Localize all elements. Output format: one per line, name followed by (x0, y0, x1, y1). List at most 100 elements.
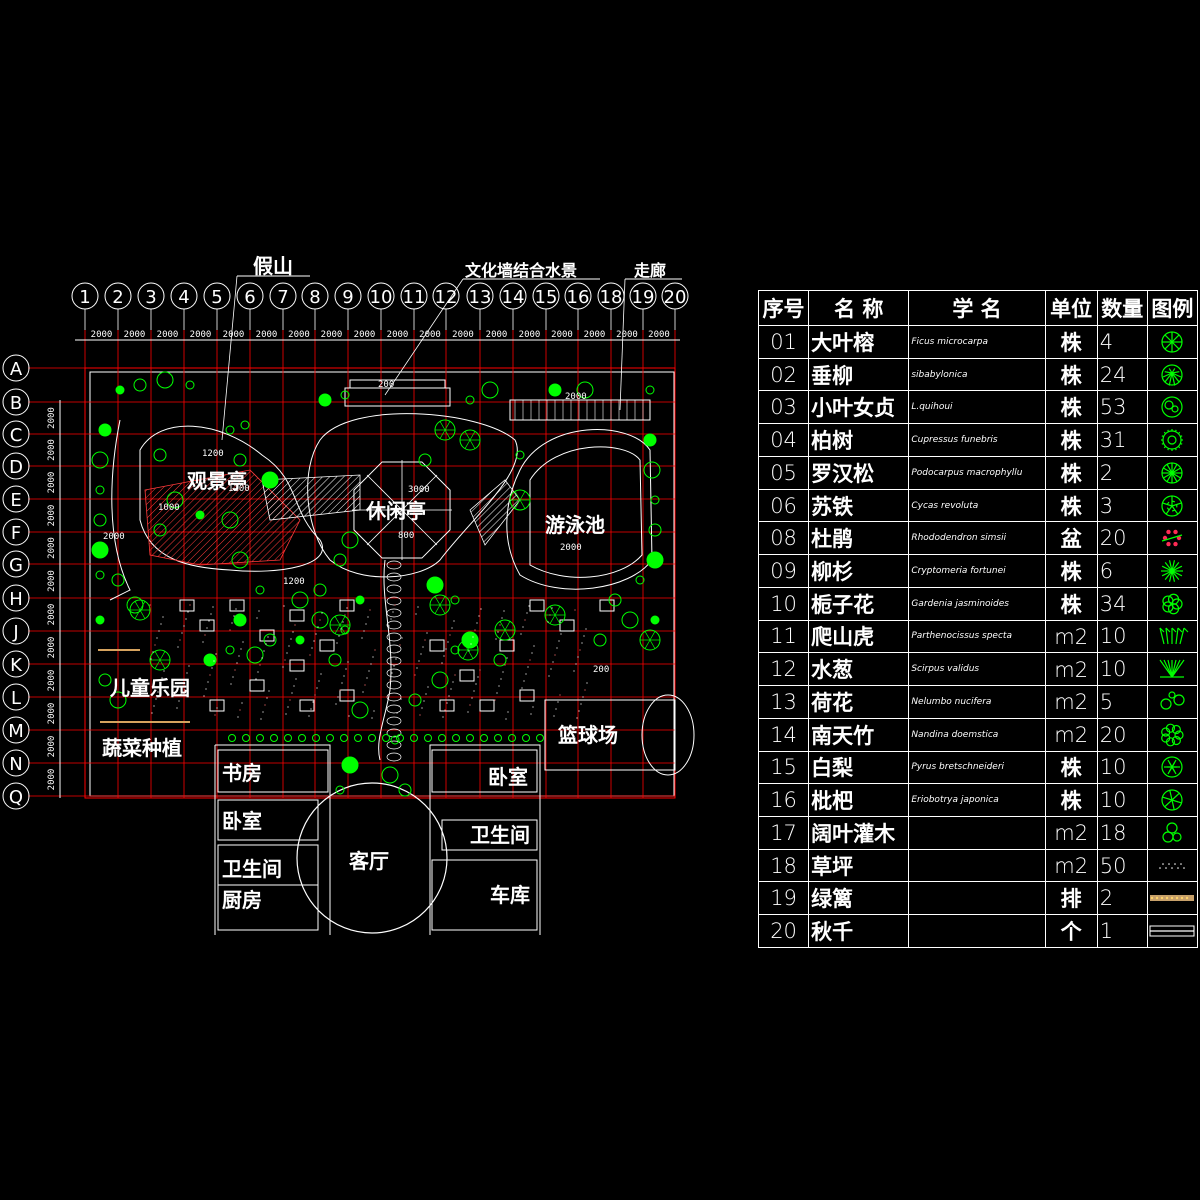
gravel-dot (367, 616, 369, 618)
callout-leader (221, 275, 238, 441)
row-axis-label: G (9, 555, 23, 576)
gravel-dot (316, 687, 318, 689)
hedge-shrub (396, 734, 404, 742)
tree-symbol (95, 485, 105, 495)
gravel-dot (155, 698, 157, 700)
gravel-dot (335, 703, 337, 705)
legend-scientific-name (908, 848, 1046, 883)
header-unit: 单位 (1044, 290, 1098, 326)
paving-block (529, 599, 545, 612)
row-axis-bubble (2, 518, 30, 546)
gravel-dot (576, 717, 578, 719)
legend-scientific-name: Eriobotrya japonica (908, 783, 1046, 818)
legend-index: 10 (757, 586, 810, 621)
legend-symbol-cell (1146, 848, 1199, 883)
gravel-dot (288, 645, 290, 647)
callout-leader (619, 278, 626, 411)
legend-quantity: 34 (1096, 586, 1148, 621)
legend-unit: m2 (1044, 816, 1098, 850)
row-axis-label: J (12, 622, 18, 643)
gravel-dot (448, 695, 450, 697)
small-dimension: 1000 (158, 503, 180, 513)
column-axis-label: 19 (632, 287, 655, 308)
gravel-dot (555, 708, 557, 710)
gravel-dot (364, 684, 366, 686)
gravel-dot (529, 659, 531, 661)
gravel-dot (179, 639, 181, 641)
legend-quantity: 1 (1096, 914, 1148, 948)
gravel-dot (530, 713, 532, 715)
gravel-dot (479, 669, 481, 671)
gravel-dot (187, 611, 189, 613)
gravel-dot (346, 607, 348, 609)
column-dimension-text: 2000 (91, 330, 113, 340)
tree-symbol (98, 423, 112, 437)
row-axis-bubble (2, 683, 30, 711)
broadleaf-shrub-icon (1162, 822, 1183, 843)
tree-symbol (98, 673, 112, 687)
gravel-dot (295, 678, 297, 680)
column-dimension-text: 2000 (551, 330, 573, 340)
gravel-dot (239, 709, 241, 711)
small-dimension: 2000 (560, 543, 582, 553)
gravel-dot (547, 621, 549, 623)
row-dimension-text: 2000 (47, 769, 57, 791)
tree-symbol (91, 541, 109, 559)
header-index: 序号 (757, 290, 810, 326)
row-dimension-text: 2000 (47, 637, 57, 659)
stepping-stone (386, 596, 402, 606)
tree-symbol (576, 381, 594, 399)
gravel-dot (558, 640, 560, 642)
gravel-dot (319, 619, 321, 621)
gravel-dot (232, 676, 234, 678)
legend-scientific-name (908, 816, 1046, 850)
paving-block (499, 639, 515, 652)
tree-symbol (548, 383, 562, 397)
legend-unit: m2 (1044, 685, 1098, 719)
hedge-shrub (284, 734, 292, 742)
tree-symbol (153, 523, 167, 537)
row-dimension-text: 2000 (47, 604, 57, 626)
hedge-shrub (298, 734, 306, 742)
gravel-dot (478, 615, 480, 617)
gardenia-icon (1162, 593, 1184, 615)
gravel-dot (240, 648, 242, 650)
lotus-icon (1160, 691, 1186, 710)
legend-symbol-cell (1146, 455, 1199, 490)
legend-symbol-cell (1146, 357, 1199, 392)
legend-quantity: 20 (1096, 521, 1148, 556)
legend-index: 01 (757, 325, 810, 359)
paving-block (439, 699, 455, 712)
column-axis-label: 10 (370, 287, 393, 308)
gravel-dot (163, 670, 165, 672)
stepping-stone (386, 680, 402, 690)
gravel-dot (262, 711, 264, 713)
gravel-dot (309, 654, 311, 656)
gravel-dot (498, 685, 500, 687)
paving-block (299, 699, 315, 712)
gravel-dot (395, 658, 397, 660)
legend-common-name: 秋千 (808, 914, 910, 948)
legend-quantity: 20 (1096, 717, 1148, 752)
gravel-dot (157, 691, 159, 693)
legend-scientific-name: Cycas revoluta (908, 488, 1046, 523)
hedge-shrub (368, 734, 376, 742)
gravel-dot (184, 679, 186, 681)
column-axis-label: 14 (502, 287, 525, 308)
tree-symbol (355, 595, 365, 605)
culture-wall (344, 387, 451, 407)
paving-block (259, 629, 275, 642)
gravel-dot (476, 622, 478, 624)
column-axis-label: 1 (79, 287, 90, 308)
tree-symbol (115, 385, 125, 395)
legend-quantity: 18 (1096, 816, 1148, 850)
gravel-dot (294, 624, 296, 626)
row-axis-bubble (2, 782, 30, 810)
callout-rockery: 假山 (253, 254, 293, 278)
tree-symbol (608, 593, 622, 607)
tree-symbol (246, 646, 264, 664)
gravel-dot (416, 667, 418, 669)
gravel-dot (152, 651, 154, 653)
gravel-dot (549, 614, 551, 616)
